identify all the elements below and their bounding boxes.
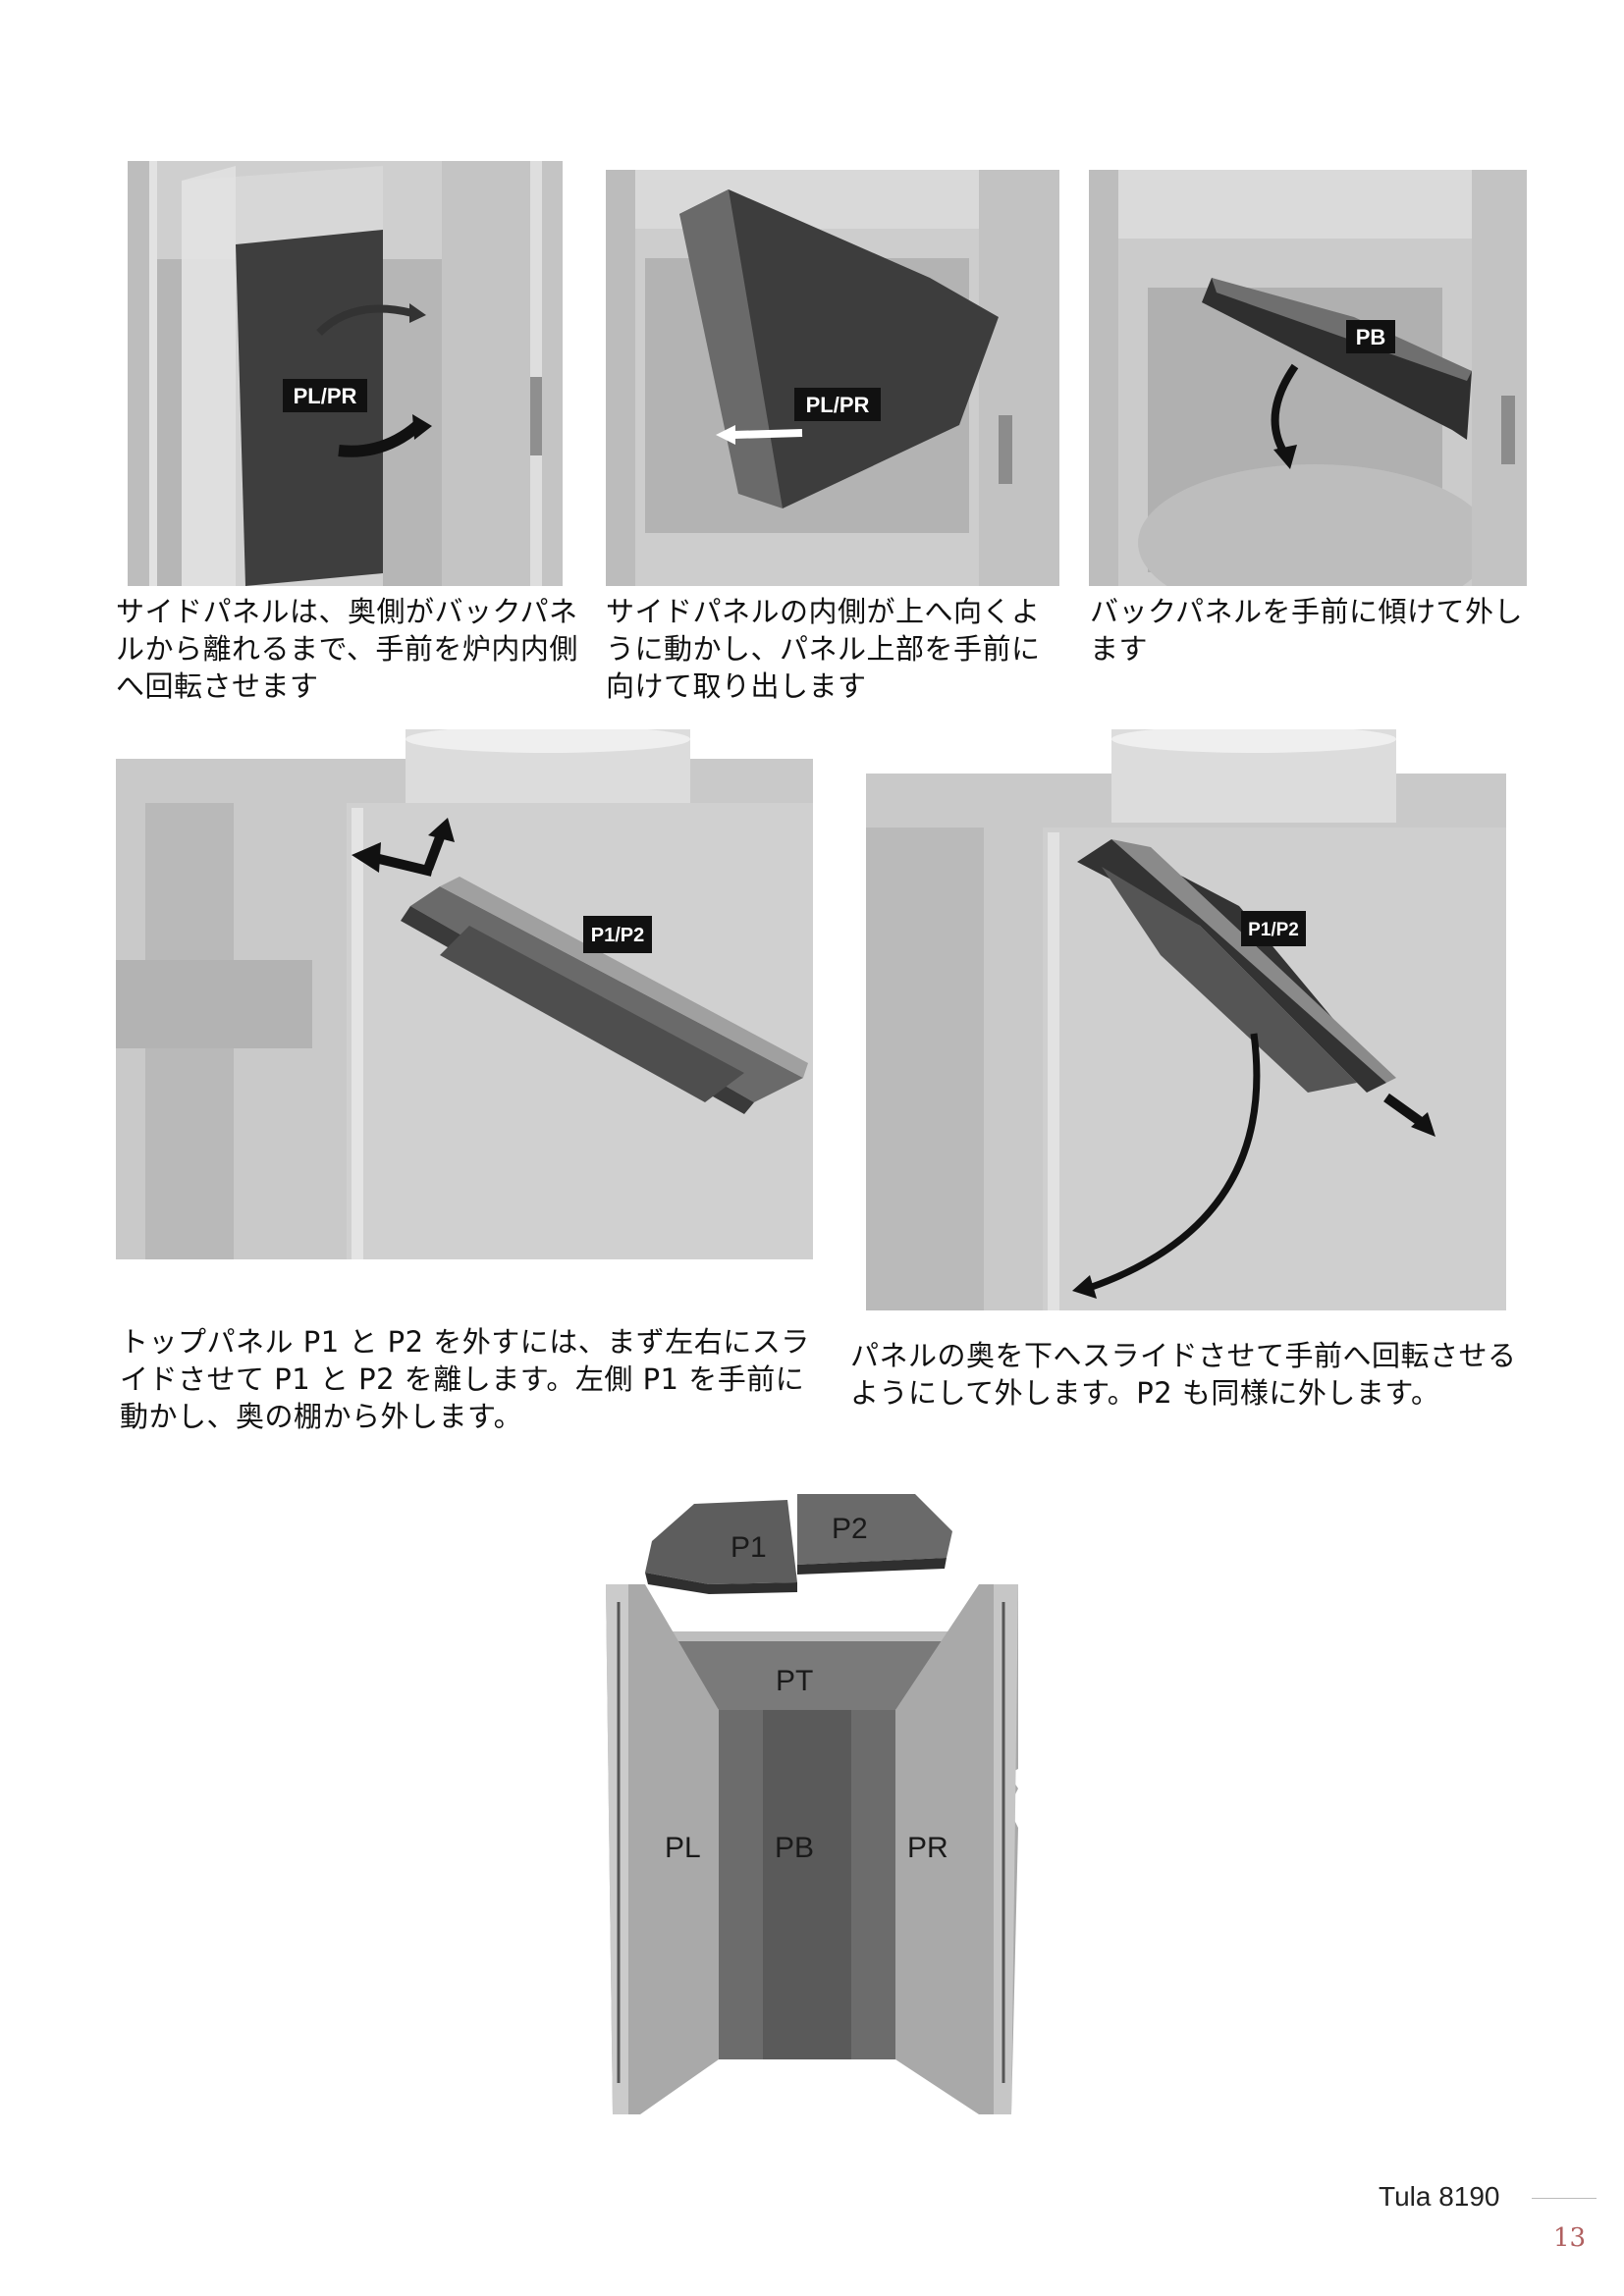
diagram-label-pt: PT <box>776 1665 813 1697</box>
figure-label: P1/P2 <box>1248 920 1299 940</box>
figure-side-panel-rotate: PL/PR <box>128 161 563 586</box>
page-number: 13 <box>1553 2223 1587 2253</box>
figure-caption: バックパネルを手前に傾けて外します <box>1090 595 1524 666</box>
figure-back-panel-tilt: PB <box>1089 170 1527 586</box>
panel-layout-diagram: P1 P2 PT PB PL PR <box>601 1494 1025 2122</box>
diagram-label-p2: P2 <box>832 1513 868 1545</box>
figure-caption: サイドパネルの内側が上へ向くように動かし、パネル上部を手前に向けて取り出します <box>606 595 1041 703</box>
footer-model: Tula 8190 <box>1379 2181 1500 2212</box>
footer-rule <box>1532 2198 1597 2199</box>
diagram-label-p1: P1 <box>731 1531 767 1564</box>
figure-caption: トップパネル P1 と P2 を外すには、まず左右にスライドさせて P1 と P… <box>120 1325 810 1433</box>
diagram-label-pb: PB <box>775 1832 814 1864</box>
figure-side-panel-lift: PL/PR <box>606 170 1059 586</box>
figure-label: PL/PR <box>806 393 870 417</box>
figure-top-panel-slide: P1/P2 <box>116 729 813 1259</box>
figure-label: PB <box>1356 325 1386 349</box>
figure-caption: サイドパネルは、奥側がバックパネルから離れるまで、手前を炉内内側へ回転させます <box>116 595 578 703</box>
figure-top-panel-rotate: P1/P2 <box>866 729 1506 1310</box>
figure-label: PL/PR <box>294 384 357 408</box>
diagram-label-pl: PL <box>665 1832 701 1864</box>
figure-caption: パネルの奥を下へスライドさせて手前へ回転させるようにして外します。P2 も同様に… <box>850 1339 1517 1410</box>
diagram-label-pr: PR <box>907 1832 948 1864</box>
figure-label: P1/P2 <box>591 925 644 946</box>
